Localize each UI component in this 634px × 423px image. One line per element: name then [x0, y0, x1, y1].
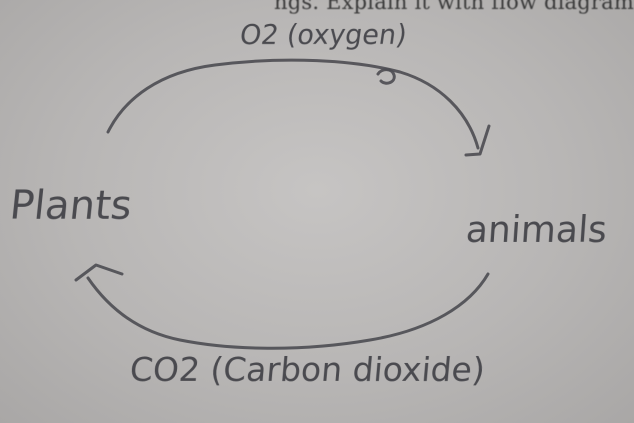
oxygen-arrow — [106, 58, 480, 150]
animals-node: animals — [464, 210, 609, 251]
carbon-dioxide-arrowhead — [74, 263, 124, 282]
oxygen-loop-mark — [376, 68, 396, 85]
carbon-dioxide-label: CO2 (Carbon dioxide) — [128, 350, 487, 389]
oxygen-label: O2 (oxygen) — [237, 20, 409, 51]
plants-node: Plants — [7, 183, 135, 229]
carbon-dioxide-arrow — [86, 272, 490, 350]
printed-question: ngs. Explain it with flow diagram — [273, 0, 634, 14]
oxygen-arrowhead — [464, 124, 491, 157]
